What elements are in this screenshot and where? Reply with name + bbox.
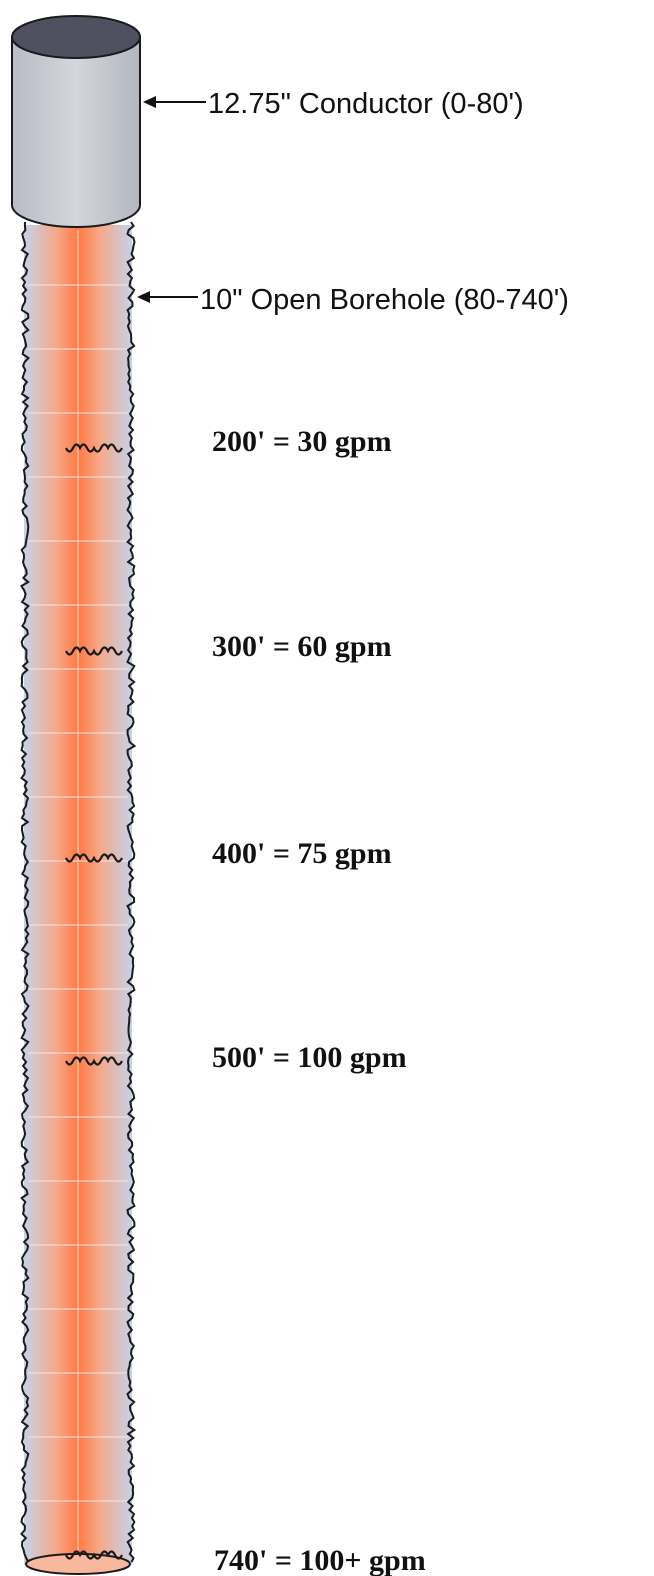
borehole-left-wall — [20, 221, 30, 1563]
fracture-squiggle — [65, 1550, 123, 1560]
conductor-body — [11, 36, 141, 228]
conductor-arrow-head — [143, 96, 156, 108]
yield-labels: 200' = 30 gpm 300' = 60 gpm 400' = 75 gp… — [212, 425, 426, 1576]
borehole-label-group: 10" Open Borehole (80-740') — [137, 284, 569, 316]
borehole-right-wall — [126, 221, 137, 1563]
fracture-squiggle — [65, 853, 123, 863]
fracture-squiggle — [65, 443, 123, 453]
conductor-label: 12.75" Conductor (0-80') — [208, 88, 524, 120]
yield-label-300: 300' = 60 gpm — [212, 630, 392, 663]
conductor-casing — [11, 15, 141, 228]
yield-label-740: 740' = 100+ gpm — [214, 1544, 426, 1576]
conductor-top-opening — [11, 15, 141, 59]
fracture-squiggle — [65, 646, 123, 656]
yield-label-500: 500' = 100 gpm — [212, 1041, 407, 1074]
borehole-label: 10" Open Borehole (80-740') — [200, 284, 569, 316]
open-borehole — [20, 221, 137, 1575]
yield-label-400: 400' = 75 gpm — [212, 837, 392, 870]
borehole-bottom — [25, 1553, 131, 1575]
yield-label-200: 200' = 30 gpm — [212, 425, 392, 458]
fracture-markers — [65, 443, 123, 1560]
borehole-arrow-head — [137, 291, 150, 303]
conductor-label-group: 12.75" Conductor (0-80') — [143, 88, 524, 120]
fracture-squiggle — [65, 1056, 123, 1066]
